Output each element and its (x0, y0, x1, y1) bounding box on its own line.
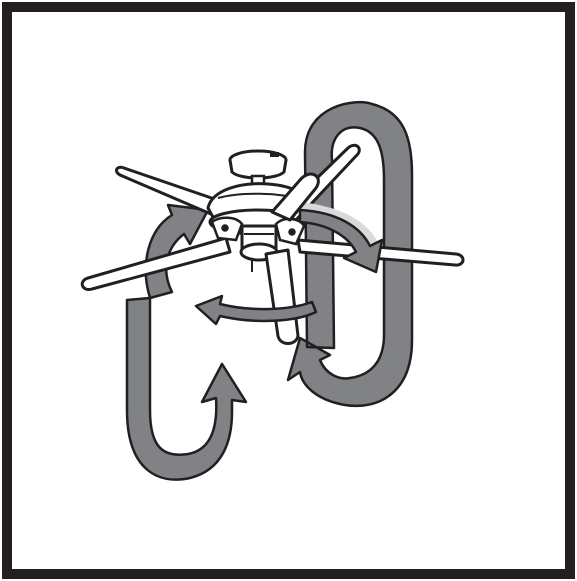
fan-blade-left (80, 236, 232, 291)
blade-irons (210, 216, 306, 246)
ceiling-canopy (228, 149, 288, 188)
rotation-arrow (194, 294, 318, 326)
left-loop-arrow (125, 296, 248, 481)
right-arc-arrow (298, 208, 384, 274)
fan-blade-upper-right-front (270, 172, 320, 222)
fan-blade-upper-left (115, 165, 234, 222)
fan-blade-front (264, 248, 300, 345)
